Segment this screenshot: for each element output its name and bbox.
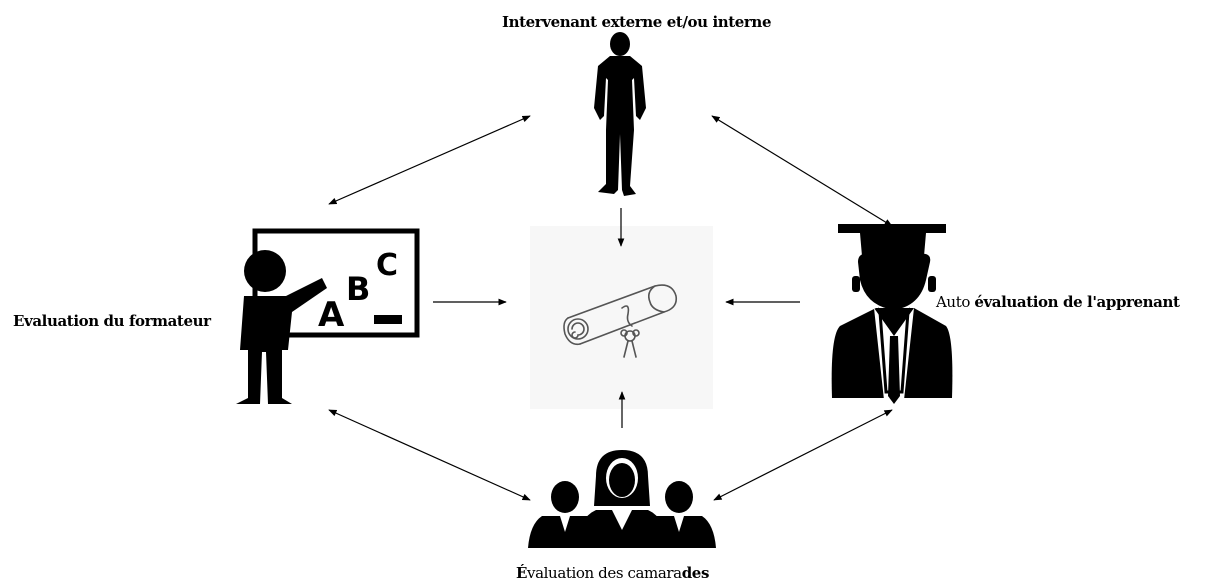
bottom-label-initial: É (516, 564, 528, 582)
bottom-label: Évaluation des camarades (516, 563, 709, 583)
board-letter-c: C (376, 248, 398, 283)
right-label-bold: évaluation de l'apprenant (974, 293, 1180, 311)
board-letter-b: B (346, 270, 370, 308)
arrow-intervenant-apprenant (711, 115, 893, 227)
standing-person-icon (594, 32, 646, 196)
group-of-people-icon (528, 450, 716, 548)
bottom-label-bold: des (681, 564, 710, 582)
connectors (328, 115, 893, 501)
arrow-camarades-apprenant (713, 409, 893, 501)
right-label-regular: Auto (936, 293, 975, 311)
arrow-formateur-camarades (328, 409, 531, 501)
diploma-scroll-icon (530, 226, 713, 409)
right-label: Auto évaluation de l'apprenant (936, 292, 1180, 312)
top-label: Intervenant externe et/ou interne (502, 13, 772, 31)
bottom-label-regular: valuation des camara (527, 564, 682, 582)
graduate-icon (831, 224, 953, 404)
arrow-formateur-intervenant (328, 115, 531, 205)
board-letter-a: A (318, 295, 345, 335)
left-label: Evaluation du formateur (13, 312, 211, 330)
teacher-at-board-icon: A B C (236, 228, 420, 404)
